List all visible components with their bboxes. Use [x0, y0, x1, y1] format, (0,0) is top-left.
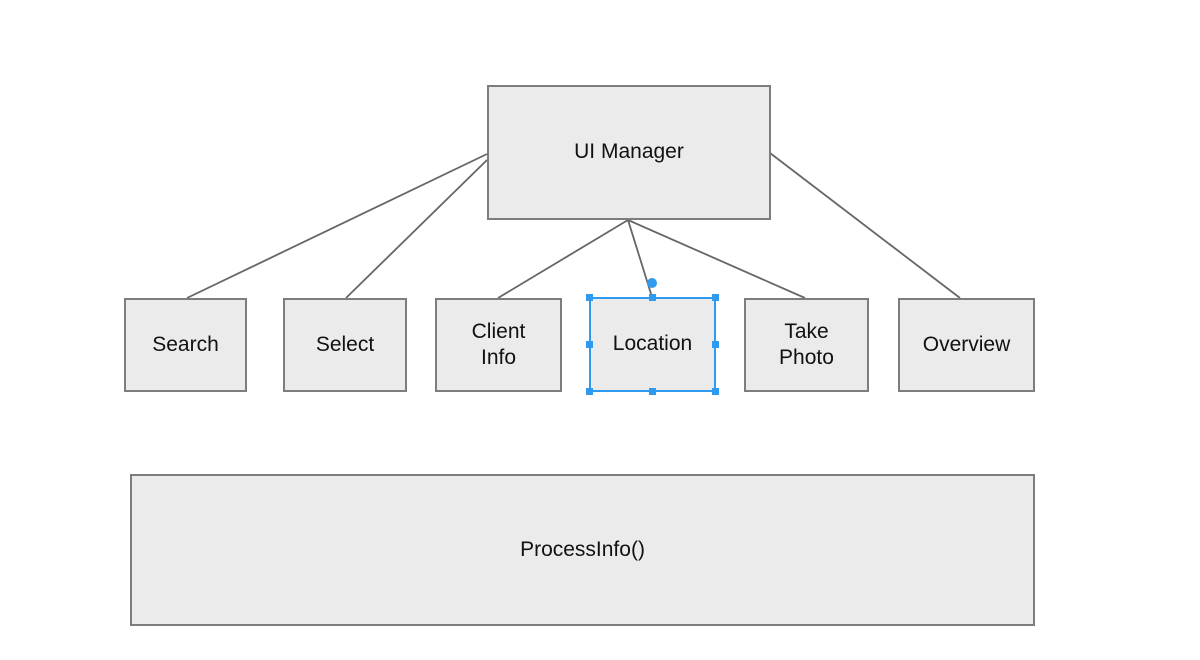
node-select[interactable]: Select — [283, 298, 407, 392]
node-search[interactable]: Search — [124, 298, 247, 392]
node-client-info-label: Client Info — [471, 319, 526, 369]
node-ui-manager-label: UI Manager — [574, 140, 684, 164]
node-take-photo[interactable]: Take Photo — [744, 298, 869, 392]
node-take-photo-label: Take Photo — [779, 319, 834, 369]
node-client-info[interactable]: Client Info — [435, 298, 562, 392]
selection-handle-middle-right[interactable] — [712, 341, 719, 348]
selection-handle-top-right[interactable] — [712, 294, 719, 301]
node-location-selected[interactable]: Location — [586, 294, 719, 395]
node-overview-label: Overview — [922, 332, 1011, 356]
node-location-label: Location — [612, 332, 693, 356]
selection-handle-bottom-left[interactable] — [586, 388, 593, 395]
selection-handle-bottom-right[interactable] — [712, 388, 719, 395]
connector-ui-manager-search[interactable] — [186, 153, 488, 299]
node-overview[interactable]: Overview — [898, 298, 1035, 392]
selection-handle-top-center[interactable] — [649, 294, 656, 301]
node-search-label: Search — [152, 332, 219, 356]
connector-ui-manager-select[interactable] — [345, 159, 488, 299]
connection-point-indicator — [647, 278, 657, 288]
selection-handle-top-left[interactable] — [586, 294, 593, 301]
node-process-info[interactable]: ProcessInfo() — [130, 474, 1035, 626]
connector-ui-manager-take-photo[interactable] — [627, 219, 806, 299]
selection-handle-bottom-center[interactable] — [649, 388, 656, 395]
node-process-info-label: ProcessInfo() — [520, 537, 645, 561]
node-ui-manager[interactable]: UI Manager — [487, 85, 771, 220]
selection-handle-middle-left[interactable] — [586, 341, 593, 348]
connector-ui-manager-overview[interactable] — [769, 152, 961, 299]
connector-ui-manager-client-info[interactable] — [497, 219, 629, 299]
node-select-label: Select — [315, 332, 375, 356]
